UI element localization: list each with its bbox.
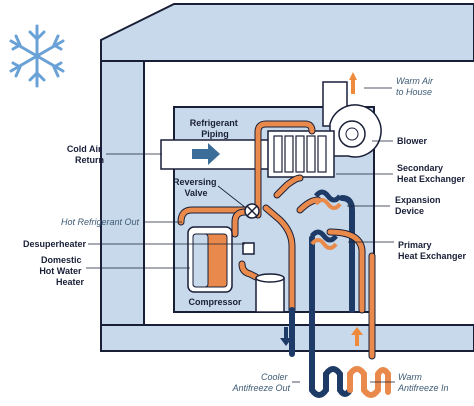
warm-air-label: Warm Air to House (396, 76, 436, 97)
warmer-antifreeze-label: Warm Antifreeze In (397, 372, 449, 393)
hot-refrigerant-out-label: Hot Refrigerant Out (61, 217, 140, 227)
antifreeze-loop (289, 195, 376, 360)
snowflake-icon (9, 24, 65, 88)
cooler-antifreeze-label: Cooler Antifreeze Out (231, 372, 290, 393)
arrow-up-icon (349, 72, 357, 94)
secondary-heat-exchanger (267, 130, 335, 178)
arrow-right-icon (192, 143, 220, 165)
blower (329, 104, 382, 158)
arrow-up-icon (351, 327, 363, 346)
cold-air-return-label: Cold Air Return (67, 144, 104, 165)
reversing-valve-label: Reversing Valve (173, 177, 219, 198)
ground-loop-cool (309, 351, 353, 398)
blower-label: Blower (397, 136, 428, 146)
expansion-device (314, 189, 342, 210)
domestic-hot-water-heater (187, 226, 233, 293)
leader-lines (86, 87, 395, 383)
ground-loop-warm (347, 366, 391, 398)
arrow-down-icon (280, 327, 292, 346)
secondary-heat-exchanger-label: Secondary Heat Exchanger (397, 163, 466, 184)
compressor-label: Compressor (188, 297, 242, 307)
primary-heat-exchanger-label: Primary Heat Exchanger (398, 240, 467, 261)
desuperheater (242, 242, 255, 255)
refrigerant-piping-label: Refrigerant Piping (190, 118, 241, 139)
desuperheater-label: Desuperheater (23, 239, 87, 249)
refrigerant-piping (177, 120, 322, 314)
expansion-device-label: Expansion Device (395, 195, 443, 216)
compressor (255, 273, 285, 313)
primary-heat-exchanger (310, 229, 338, 250)
domestic-hot-water-heater-label: Domestic Hot Water Heater (39, 255, 84, 287)
reversing-valve (244, 203, 260, 219)
